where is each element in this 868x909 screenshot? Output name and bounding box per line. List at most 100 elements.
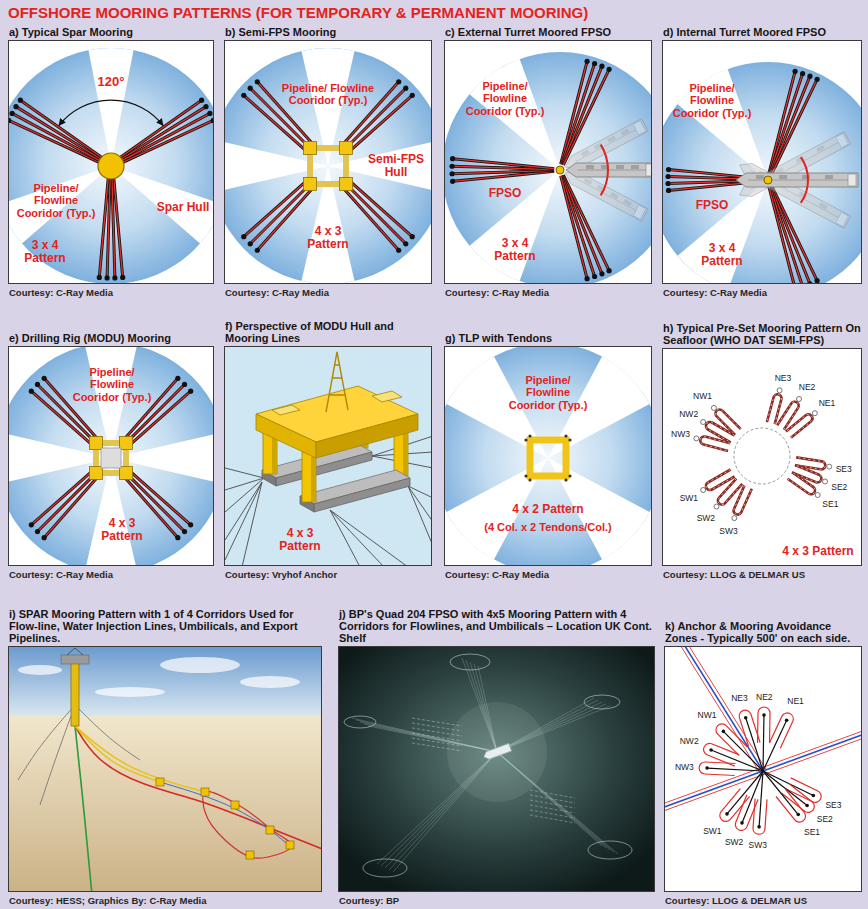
- anchor-dot: [29, 522, 34, 527]
- diagram-panel: i) SPAR Mooring Pattern with 1 of 4 Corr…: [8, 646, 322, 892]
- tendon: [528, 478, 531, 481]
- mooring-line-core: [561, 176, 587, 279]
- anchor-label: NE2: [756, 692, 773, 702]
- courtesy-note: Courtesy: C-Ray Media: [445, 569, 549, 580]
- corridor-wedge: [470, 170, 560, 281]
- anchor-dot: [814, 278, 819, 283]
- column-shade: [311, 452, 316, 502]
- anchor-marker: [815, 493, 820, 498]
- subsea-manifold: [266, 826, 274, 834]
- mooring-line: [381, 752, 497, 866]
- mooring-line: [225, 482, 262, 560]
- mooring-line-core: [122, 120, 213, 162]
- mooring-line-core: [341, 186, 398, 250]
- derrick: [67, 648, 83, 655]
- anchor-dot: [450, 156, 455, 161]
- chain-mark: [700, 437, 730, 452]
- preset-mooring-line: [788, 472, 815, 494]
- mooring-line: [497, 706, 610, 752]
- panel-heading: c) External Turret Moored FPSO: [445, 26, 651, 38]
- callout-label: Pipeline/ Flowline Cooridor (Typ.): [502, 374, 594, 411]
- mooring-line: [711, 750, 763, 771]
- anchor-dot: [104, 275, 109, 280]
- preset-mooring-line: [734, 485, 752, 514]
- tendon: [564, 478, 567, 481]
- cloud: [18, 665, 62, 675]
- deck-side: [316, 414, 418, 458]
- fpso-accommodation: [633, 121, 646, 135]
- chain-mark: [788, 472, 815, 494]
- callout-label: 3 x 4 Pattern: [694, 242, 750, 269]
- anchor-dot: [248, 86, 253, 91]
- fpso-module: [756, 175, 764, 179]
- panel-heading: f) Perspective of MODU Hull and Mooring …: [225, 320, 431, 344]
- spar-topsides: [61, 655, 89, 664]
- courtesy-note: Courtesy: Vryhof Anchor: [225, 569, 337, 580]
- anchor-dot: [255, 79, 260, 84]
- anchor-dot: [599, 64, 604, 69]
- chain-mark: [786, 414, 812, 437]
- anchor-dot: [592, 274, 597, 279]
- umbilical: [75, 726, 205, 792]
- anchor-dot: [665, 181, 670, 186]
- weathervane-arc: [801, 157, 808, 203]
- flowline: [412, 728, 462, 736]
- fpso-module: [610, 192, 619, 199]
- flowline: [530, 795, 575, 803]
- courtesy-note: Courtesy: C-Ray Media: [225, 287, 329, 298]
- hull-column: [120, 437, 133, 450]
- fpso-deck-line: [576, 178, 641, 213]
- mooring-line-core: [453, 159, 555, 169]
- panel-art: [8, 346, 214, 566]
- flowline: [530, 805, 575, 813]
- mooring-radius-circle: [662, 62, 862, 284]
- courtesy-note: Courtesy: LLOG & DELMAR US: [663, 569, 805, 580]
- mooring-line-core: [453, 171, 555, 181]
- anchor-label: SE1: [804, 827, 820, 837]
- column-shade: [403, 428, 408, 476]
- anchor-label: NW1: [693, 391, 712, 401]
- anchor-zone: [450, 654, 490, 670]
- anchor-marker: [701, 488, 706, 493]
- pipeline: [763, 696, 862, 771]
- flowline: [412, 723, 462, 731]
- anchor-label: SE3: [836, 464, 852, 474]
- panel-heading: g) TLP with Tendons: [445, 332, 651, 344]
- anchor-dot: [207, 111, 212, 116]
- mooring-line-core: [112, 178, 115, 278]
- mooring-line-core: [345, 183, 406, 244]
- mooring-line: [452, 170, 554, 173]
- chain-mark: [777, 402, 798, 430]
- callout-label: Pipeline/ Flowline Cooridor (Typ.): [668, 82, 756, 119]
- mooring-line: [18, 705, 75, 780]
- callout-label: 4 x 3 Pattern: [300, 225, 356, 252]
- anchor-marker: [701, 420, 706, 425]
- mooring-radius-circle: [444, 346, 652, 566]
- anchor-zone: [584, 695, 620, 709]
- deck-house: [272, 405, 300, 415]
- fpso-module: [631, 165, 639, 169]
- panel-heading: b) Semi-FPS Mooring: [225, 26, 431, 38]
- panel-ground: [224, 346, 432, 566]
- anchor-label: NE1: [787, 696, 804, 706]
- subsea-manifold: [201, 788, 209, 796]
- courtesy-note: Courtesy: C-Ray Media: [9, 287, 113, 298]
- weathervane-arc: [601, 145, 608, 196]
- anchor-label: NW1: [698, 710, 717, 720]
- mooring-line: [360, 722, 497, 752]
- mooring-line: [497, 700, 598, 752]
- fpso-module: [779, 175, 787, 179]
- anchor-marker: [732, 516, 737, 521]
- anchor-dot: [666, 188, 671, 193]
- flowline: [530, 790, 575, 798]
- mooring-line: [497, 702, 602, 752]
- anchor-marker: [827, 464, 832, 469]
- mooring-line-core: [99, 178, 108, 278]
- anchor-dot: [584, 59, 589, 64]
- callout-label: FPSO: [489, 187, 522, 200]
- anchor-dot: [606, 268, 611, 273]
- fpso-accommodation: [633, 205, 646, 219]
- derrick: [326, 352, 348, 412]
- diagram-panel: b) Semi-FPS MooringPipeline/ Flowline Co…: [224, 40, 432, 284]
